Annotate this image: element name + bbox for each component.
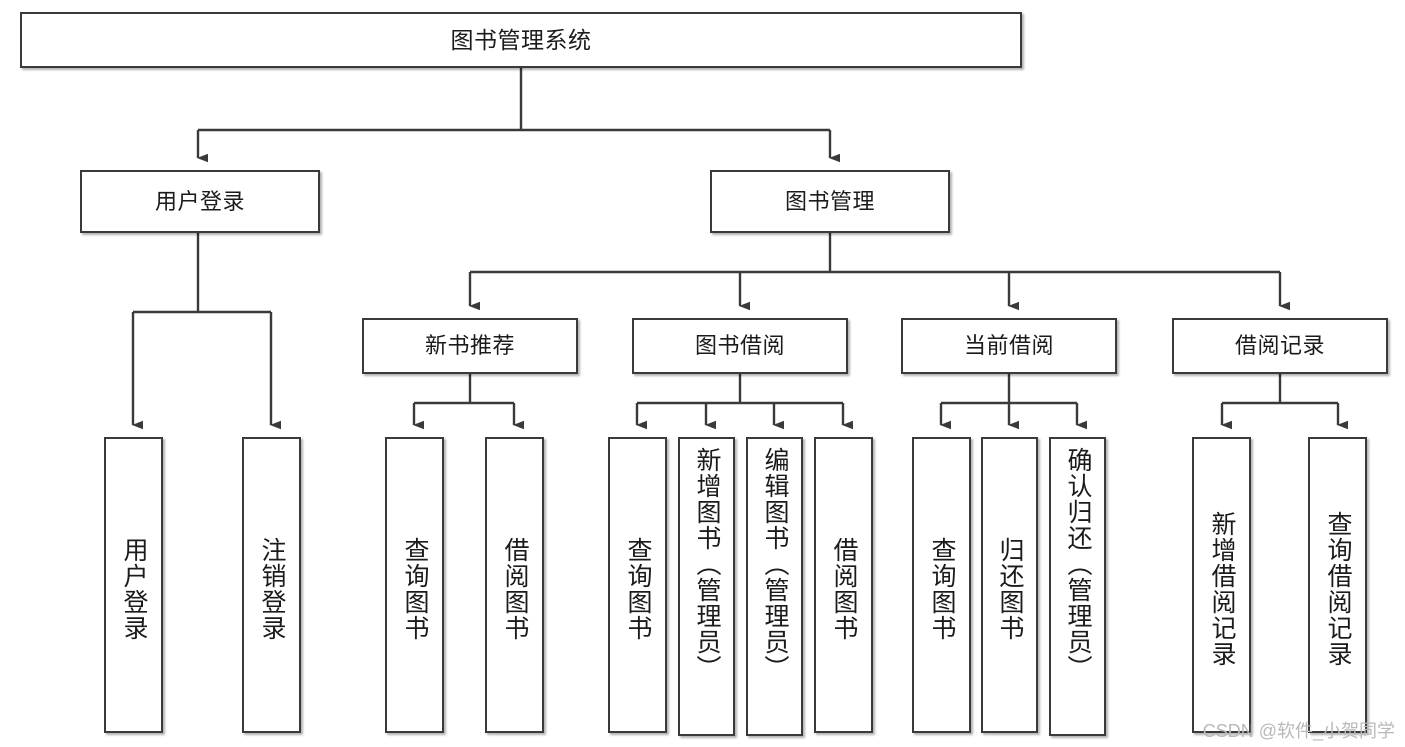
leaf-book-borrow-lend[interactable]: 借阅图书	[814, 437, 873, 733]
node-label: 查询图书	[928, 537, 956, 641]
leaf-book-borrow-edit[interactable]: 编辑图书（管理员）	[746, 437, 803, 736]
node-label: 新增图书（管理员）	[693, 447, 721, 681]
leaf-current-borrow-query[interactable]: 查询图书	[912, 437, 971, 733]
node-label: 新书推荐	[424, 333, 515, 359]
node-label: 查询借阅记录	[1324, 511, 1352, 667]
node-book-management[interactable]: 图书管理	[710, 170, 950, 233]
leaf-new-book-borrow[interactable]: 借阅图书	[485, 437, 544, 733]
leaf-new-book-query[interactable]: 查询图书	[385, 437, 444, 733]
node-book-borrow[interactable]: 图书借阅	[632, 318, 848, 374]
leaf-current-borrow-confirm[interactable]: 确认归还（管理员）	[1049, 437, 1106, 736]
node-label: 借阅记录	[1234, 333, 1325, 359]
node-label: 用户登录	[120, 537, 148, 641]
node-label: 借阅图书	[830, 537, 858, 641]
node-root-library-system[interactable]: 图书管理系统	[20, 12, 1022, 68]
watermark-text: CSDN @软件_小贺同学	[1202, 721, 1395, 741]
node-label: 图书借阅	[694, 333, 785, 359]
node-label: 图书管理系统	[450, 26, 592, 53]
node-label: 查询图书	[624, 537, 652, 641]
node-user-login[interactable]: 用户登录	[80, 170, 320, 233]
node-label: 借阅图书	[501, 537, 529, 641]
leaf-user-login-logout[interactable]: 注销登录	[242, 437, 301, 733]
node-label: 归还图书	[996, 537, 1024, 641]
node-label: 确认归还（管理员）	[1064, 447, 1092, 681]
leaf-book-borrow-add[interactable]: 新增图书（管理员）	[678, 437, 735, 736]
node-label: 编辑图书（管理员）	[761, 447, 789, 681]
node-label: 图书管理	[784, 188, 875, 214]
leaf-book-borrow-query[interactable]: 查询图书	[608, 437, 667, 733]
node-new-book-recommend[interactable]: 新书推荐	[362, 318, 578, 374]
node-label: 当前借阅	[963, 333, 1054, 359]
node-current-borrow[interactable]: 当前借阅	[901, 318, 1117, 374]
node-borrow-record[interactable]: 借阅记录	[1172, 318, 1388, 374]
leaf-user-login-login[interactable]: 用户登录	[104, 437, 163, 733]
node-label: 注销登录	[258, 537, 286, 641]
node-label: 查询图书	[401, 537, 429, 641]
node-label: 用户登录	[154, 188, 245, 214]
node-label: 新增借阅记录	[1208, 511, 1236, 667]
leaf-borrow-record-query[interactable]: 查询借阅记录	[1308, 437, 1367, 733]
leaf-current-borrow-return[interactable]: 归还图书	[981, 437, 1038, 733]
leaf-borrow-record-add[interactable]: 新增借阅记录	[1192, 437, 1251, 733]
